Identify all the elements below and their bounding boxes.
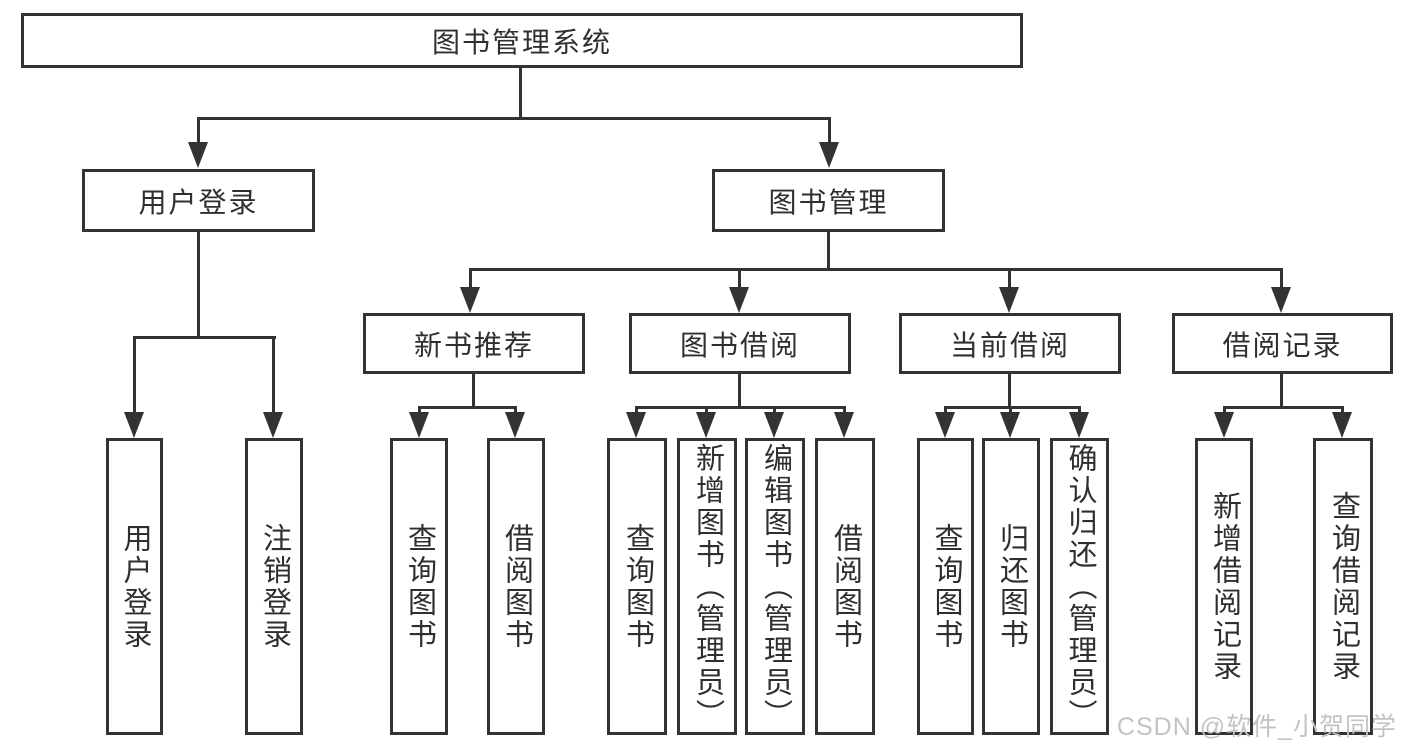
arrow-down-icon <box>696 412 716 438</box>
node-root: 图书管理系统 <box>21 13 1023 68</box>
connector-line <box>636 406 846 409</box>
connector-line <box>472 372 475 408</box>
connector-line <box>469 268 1283 271</box>
connector-line <box>1008 268 1011 289</box>
leaf-borrow-books-recommend: 借阅图书 <box>487 438 545 735</box>
leaf-user-login-label: 用户登录 <box>119 522 151 651</box>
node-current-borrowing-label: 当前借阅 <box>949 329 1070 361</box>
connector-line <box>133 336 136 414</box>
node-root-label: 图书管理系统 <box>431 26 612 58</box>
connector-line <box>738 372 741 408</box>
node-borrowing-records-label: 借阅记录 <box>1222 329 1343 361</box>
leaf-query-books-current-label: 查询图书 <box>930 522 962 651</box>
arrow-down-icon <box>1000 412 1020 438</box>
arrow-down-icon <box>729 287 749 313</box>
connector-line <box>418 406 517 409</box>
leaf-confirm-return-admin: 确认归还（管理员） <box>1050 438 1109 735</box>
connector-line <box>843 406 846 414</box>
leaf-add-borrow-record-label: 新增借阅记录 <box>1208 490 1241 683</box>
leaf-add-books-admin: 新增图书（管理员） <box>677 438 737 735</box>
arrow-down-icon <box>263 412 283 438</box>
connector-line <box>197 117 831 120</box>
node-book-management-label: 图书管理 <box>768 186 889 218</box>
arrow-down-icon <box>409 412 429 438</box>
arrow-down-icon <box>834 412 854 438</box>
connector-line <box>272 336 275 414</box>
connector-line <box>1280 372 1283 408</box>
connector-line <box>705 406 708 414</box>
leaf-borrow-books-borrowing: 借阅图书 <box>815 438 875 735</box>
leaf-query-borrow-record: 查询借阅记录 <box>1313 438 1373 735</box>
leaf-confirm-return-admin-label: 确认归还（管理员） <box>1064 442 1096 731</box>
node-book-borrowing: 图书借阅 <box>629 313 851 374</box>
connector-line <box>197 230 200 338</box>
node-book-management: 图书管理 <box>712 169 945 232</box>
leaf-query-books-recommend: 查询图书 <box>390 438 448 735</box>
node-current-borrowing: 当前借阅 <box>899 313 1121 374</box>
leaf-query-books-borrowing: 查询图书 <box>607 438 667 735</box>
leaf-query-books-borrowing-label: 查询图书 <box>621 522 654 651</box>
leaf-return-books-label: 归还图书 <box>995 522 1028 651</box>
node-user-login: 用户登录 <box>82 169 315 232</box>
arrow-down-icon <box>1271 287 1291 313</box>
connector-line <box>1223 406 1344 409</box>
leaf-add-books-admin-label: 新增图书（管理员） <box>691 442 724 731</box>
arrow-down-icon <box>764 412 784 438</box>
arrow-down-icon <box>935 412 955 438</box>
arrow-down-icon <box>1069 412 1089 438</box>
arrow-down-icon <box>188 142 208 168</box>
watermark: CSDN @软件_小贺同学 <box>1116 713 1397 741</box>
leaf-borrow-books-borrowing-label: 借阅图书 <box>829 522 862 651</box>
arrow-down-icon <box>999 287 1019 313</box>
connector-line <box>773 406 776 414</box>
leaf-user-login: 用户登录 <box>106 438 163 735</box>
arrow-down-icon <box>460 287 480 313</box>
connector-line <box>944 406 1081 409</box>
node-borrowing-records: 借阅记录 <box>1172 313 1393 374</box>
leaf-logout: 注销登录 <box>245 438 303 735</box>
connector-line <box>1078 406 1081 414</box>
connector-line <box>738 268 741 289</box>
connector-line <box>1223 406 1226 414</box>
arrow-down-icon <box>1332 412 1352 438</box>
arrow-down-icon <box>819 142 839 168</box>
connector-line <box>418 406 421 414</box>
leaf-edit-books-admin: 编辑图书（管理员） <box>745 438 805 735</box>
leaf-return-books: 归还图书 <box>982 438 1040 735</box>
connector-line <box>828 117 831 144</box>
leaf-add-borrow-record: 新增借阅记录 <box>1195 438 1253 735</box>
leaf-query-borrow-record-label: 查询借阅记录 <box>1327 490 1360 683</box>
connector-line <box>197 117 200 144</box>
connector-line <box>469 268 472 289</box>
connector-line <box>1341 406 1344 414</box>
node-book-borrowing-label: 图书借阅 <box>679 329 800 361</box>
leaf-query-books-current: 查询图书 <box>917 438 974 735</box>
leaf-borrow-books-recommend-label: 借阅图书 <box>500 522 533 651</box>
node-new-book-recommend-label: 新书推荐 <box>413 329 534 361</box>
arrow-down-icon <box>1214 412 1234 438</box>
connector-line <box>133 336 276 339</box>
connector-line <box>1009 406 1012 414</box>
connector-line <box>827 230 830 270</box>
connector-line <box>519 66 522 117</box>
leaf-edit-books-admin-label: 编辑图书（管理员） <box>759 442 792 731</box>
leaf-logout-label: 注销登录 <box>258 522 291 651</box>
connector-line <box>944 406 947 414</box>
connector-line <box>1008 372 1011 408</box>
arrow-down-icon <box>505 412 525 438</box>
arrow-down-icon <box>124 412 144 438</box>
node-user-login-label: 用户登录 <box>138 186 259 218</box>
connector-line <box>514 406 517 414</box>
arrow-down-icon <box>626 412 646 438</box>
connector-line <box>635 406 638 414</box>
leaf-query-books-recommend-label: 查询图书 <box>403 522 436 651</box>
connector-line <box>1280 268 1283 289</box>
node-new-book-recommend: 新书推荐 <box>363 313 585 374</box>
